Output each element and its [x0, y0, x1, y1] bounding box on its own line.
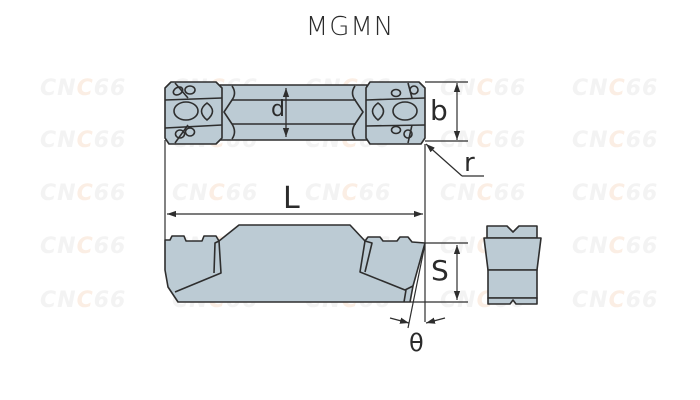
b-dimension: [425, 81, 468, 142]
side-view-body: [164, 224, 426, 303]
watermark: CNC66: [572, 128, 659, 153]
r-leader: [425, 143, 484, 177]
watermark: CNC66: [572, 181, 659, 206]
watermark: CNC66: [305, 181, 392, 206]
watermark: CNC66: [440, 76, 527, 101]
right-head: [365, 81, 426, 145]
watermark: CNC66: [572, 76, 659, 101]
extension-lines: [164, 140, 426, 322]
diagram-title: MGMN: [305, 12, 395, 42]
label-L: L: [283, 181, 300, 216]
watermark: CNC66: [40, 288, 127, 313]
top-view: [164, 81, 426, 145]
watermark: CNC66: [40, 128, 127, 153]
S-dimension: [410, 242, 468, 303]
watermark: CNC66: [40, 76, 127, 101]
watermark: CNC66: [172, 181, 259, 206]
theta-dimension: [389, 243, 446, 329]
label-b: b: [430, 94, 448, 127]
label-r: r: [464, 148, 475, 178]
top-view-bar: [219, 84, 368, 141]
watermark: CNC66: [572, 288, 659, 313]
watermark: CNC66: [40, 181, 127, 206]
label-S: S: [431, 254, 449, 287]
left-head: [164, 81, 223, 145]
side-view: [164, 224, 426, 303]
label-d: d: [271, 97, 285, 122]
watermark: CNC66: [572, 234, 659, 259]
end-view: [483, 225, 542, 305]
label-theta: θ: [409, 329, 424, 357]
watermark: CNC66: [440, 181, 527, 206]
watermark: CNC66: [40, 234, 127, 259]
